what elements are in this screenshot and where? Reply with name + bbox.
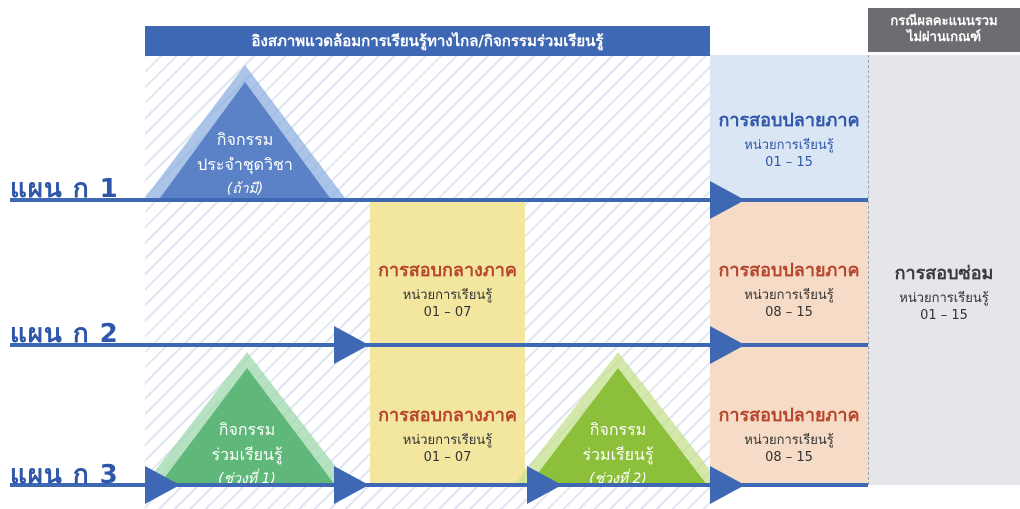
plan1-activity-line1: กิจกรรม [216,130,274,149]
plan3-activity1-line2: ร่วมเรียนรู้ [211,445,283,464]
remedial-column [868,55,1020,485]
remedial-header-line2: ไม่ผ่านเกณฑ์ [906,30,982,45]
midterm-exam-plan2-sub: หน่วยการเรียนรู้ [402,288,493,303]
plan3-timeline [10,483,868,487]
plan1-arrow-final [710,181,745,219]
plan3-activity2-line1: กิจกรรม [589,420,647,439]
plan3-activity-triangle2 [529,368,707,485]
final-exam-plan1-sub: หน่วยการเรียนรู้ [744,138,834,153]
midterm-exam-plan2: การสอบกลางภาค หน่วยการเรียนรู้ 01 – 07 [370,255,525,320]
remedial-divider [868,55,869,485]
final-cell-plan2 [710,200,868,345]
final-exam-plan2-sub: หน่วยการเรียนรู้ [744,288,834,303]
remedial-exam: การสอบซ่อม หน่วยการเรียนรู้ 01 – 15 [868,258,1020,323]
plan2-arrow-midterm [334,326,369,364]
plan3-activity2-text: กิจกรรม ร่วมเรียนรู้ (ช่วงที่ 2) [543,418,693,490]
midterm-column [370,200,525,485]
final-exam-plan2-title: การสอบปลายภาค [718,260,860,281]
plan3-arrow-activity2 [527,466,562,504]
plan1-activity-line2: ประจำชุดวิชา [197,155,293,174]
plan3-activity-triangle1 [159,368,335,485]
midterm-exam-plan3-sub: หน่วยการเรียนรู้ [402,433,493,448]
remedial-exam-title: การสอบซ่อม [894,263,994,284]
final-exam-plan3-units: 08 – 15 [765,450,813,465]
final-exam-plan1-units: 01 – 15 [765,155,813,170]
remedial-exam-units: 01 – 15 [920,308,968,323]
plan2-timeline [10,343,868,347]
final-exam-plan2: การสอบปลายภาค หน่วยการเรียนรู้ 08 – 15 [710,255,868,320]
midterm-exam-plan2-units: 01 – 07 [423,305,472,320]
plan1-timeline [10,198,868,202]
plan3-activity2-line2: ร่วมเรียนรู้ [582,445,654,464]
plan2-arrow-final [710,326,745,364]
final-exam-plan3-sub: หน่วยการเรียนรู้ [744,433,834,448]
plan3-activity1-line1: กิจกรรม [218,420,276,439]
main-header-bar: อิงสภาพแวดล้อมการเรียนรู้ทางไกล/กิจกรรมร… [145,26,710,56]
midterm-exam-plan3-title: การสอบกลางภาค [378,405,517,426]
plan3-arrow-start [145,466,180,504]
final-exam-plan1-title: การสอบปลายภาค [718,110,860,131]
final-exam-plan1: การสอบปลายภาค หน่วยการเรียนรู้ 01 – 15 [710,105,868,170]
remedial-header-line1: กรณีผลคะแนนรวม [890,14,998,30]
final-exam-plan3: การสอบปลายภาค หน่วยการเรียนรู้ 08 – 15 [710,400,868,465]
midterm-exam-plan3-units: 01 – 07 [423,450,472,465]
final-cell-plan3 [710,345,868,485]
final-exam-plan3-title: การสอบปลายภาค [718,405,860,426]
plan3-arrow-midterm [334,466,369,504]
plan1-activity-triangle [160,82,330,198]
plan3-label: แผน ก 3 [10,460,119,490]
final-cell-plan1 [710,55,868,200]
plan3-arrow-final [710,466,745,504]
plan1-label: แผน ก 1 [10,174,119,204]
remedial-header-bar: กรณีผลคะแนนรวม ไม่ผ่านเกณฑ์ [868,8,1020,52]
midterm-exam-plan3: การสอบกลางภาค หน่วยการเรียนรู้ 01 – 07 [370,400,525,465]
plan2-label: แผน ก 2 [10,319,119,349]
main-header-text: อิงสภาพแวดล้อมการเรียนรู้ทางไกล/กิจกรรมร… [251,32,604,50]
final-exam-plan2-units: 08 – 15 [765,305,813,320]
midterm-exam-plan2-title: การสอบกลางภาค [378,260,517,281]
plan1-activity-note: (ถ้ามี) [226,181,264,197]
remedial-exam-sub: หน่วยการเรียนรู้ [899,291,989,306]
plan1-activity-text: กิจกรรม ประจำชุดวิชา (ถ้ามี) [170,128,320,200]
